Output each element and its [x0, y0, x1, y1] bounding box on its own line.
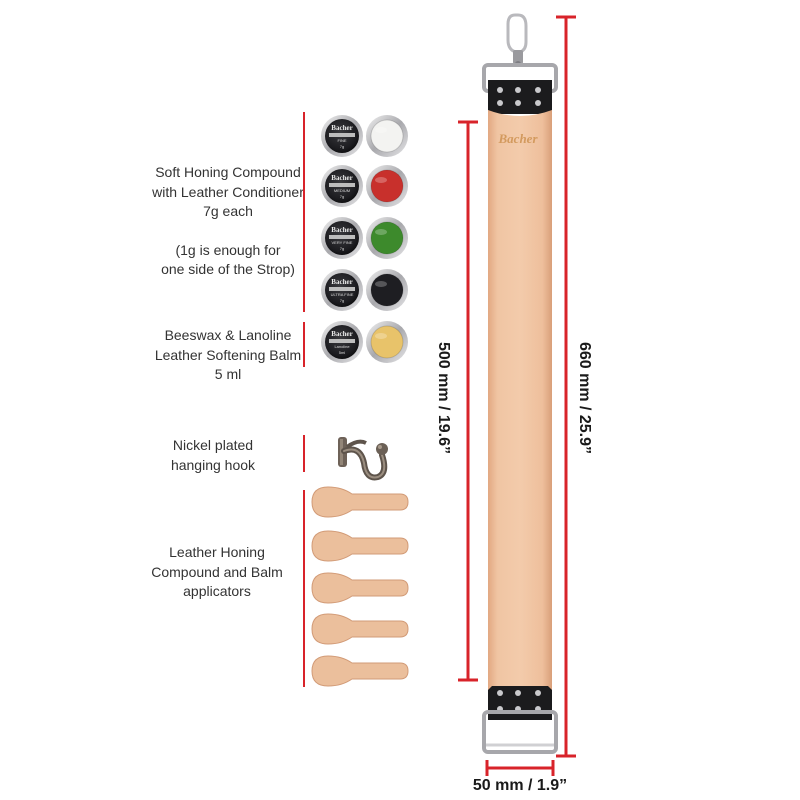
jar-weight: 7g [340, 144, 344, 149]
compound-label: Soft Honing Compound with Leather Condit… [128, 163, 328, 280]
open-jar-icon [366, 321, 408, 363]
hanging-hook [338, 437, 388, 481]
applicators-divider [303, 490, 305, 687]
open-jar-icon [366, 115, 408, 157]
jar-brand: Bacher [331, 278, 352, 286]
balm-line-3: 5 ml [214, 366, 242, 382]
hook-icon [338, 437, 388, 481]
open-jar-icon [366, 165, 408, 207]
jar-brand: Bacher [331, 330, 352, 338]
jar-grade: ULTRA FINE [331, 292, 354, 297]
jar-grade: VERY FINE [332, 240, 353, 245]
jar-grade: Lanoline [334, 344, 350, 349]
jar-weight: 7g [340, 298, 344, 303]
applicator-icon [311, 530, 409, 562]
jar-brand: Bacher [331, 226, 352, 234]
hook-line-2: hanging hook [170, 456, 256, 473]
compound-line-1: Soft Honing Compound [155, 164, 301, 180]
leather-length-label: 500 mm / 19.6” [435, 341, 452, 455]
applicator-icon [311, 486, 409, 518]
compound-line-5: (1g is enough for [175, 241, 281, 258]
strop-brand: Bacher [498, 131, 539, 146]
strop: Bacher [482, 13, 558, 754]
applicators-illustration [311, 486, 409, 687]
hook-line-1: Nickel plated [172, 437, 254, 453]
compound-line-2: with Leather Conditioner [152, 183, 304, 200]
total-length-label: 660 mm / 25.9” [576, 341, 593, 455]
applicators-line-1: Leather Honing [169, 544, 265, 560]
compound-line-3: 7g each [203, 203, 253, 219]
bottom-d-ring [482, 710, 558, 754]
applicators-line-2: Compound and Balm [151, 563, 283, 580]
jar-brand: Bacher [331, 124, 352, 132]
top-leather-cap [488, 80, 552, 114]
open-jar-icon [366, 217, 408, 259]
leather-body [488, 110, 552, 690]
jar-grade: MEDIUM [334, 188, 350, 193]
compound-line-6: one side of the Strop) [161, 261, 295, 277]
applicators-line-3: applicators [183, 583, 251, 599]
jar-grade: FINE [337, 138, 346, 143]
applicator-icon [311, 572, 409, 604]
bottom-leather-cap [488, 686, 552, 720]
jar-brand: Bacher [331, 174, 352, 182]
jar-weight: 7g [340, 194, 344, 199]
applicator-icon [311, 613, 409, 645]
applicator-icon [311, 655, 409, 687]
jar-weight: 5ml [339, 350, 346, 355]
balm-divider [303, 322, 305, 367]
hook-divider [303, 435, 305, 472]
width-label: 50 mm / 1.9” [472, 777, 568, 794]
open-jar-icon [366, 269, 408, 311]
applicators-label: Leather Honing Compound and Balm applica… [117, 543, 317, 602]
jar-weight: 7g [340, 246, 344, 251]
hook-label: Nickel plated hanging hook [113, 436, 313, 475]
compound-divider [303, 112, 305, 312]
balm-line-1: Beeswax & Lanoline [164, 327, 292, 343]
balm-label: Beeswax & Lanoline Leather Softening Bal… [128, 326, 328, 385]
balm-line-2: Leather Softening Balm [154, 346, 302, 363]
